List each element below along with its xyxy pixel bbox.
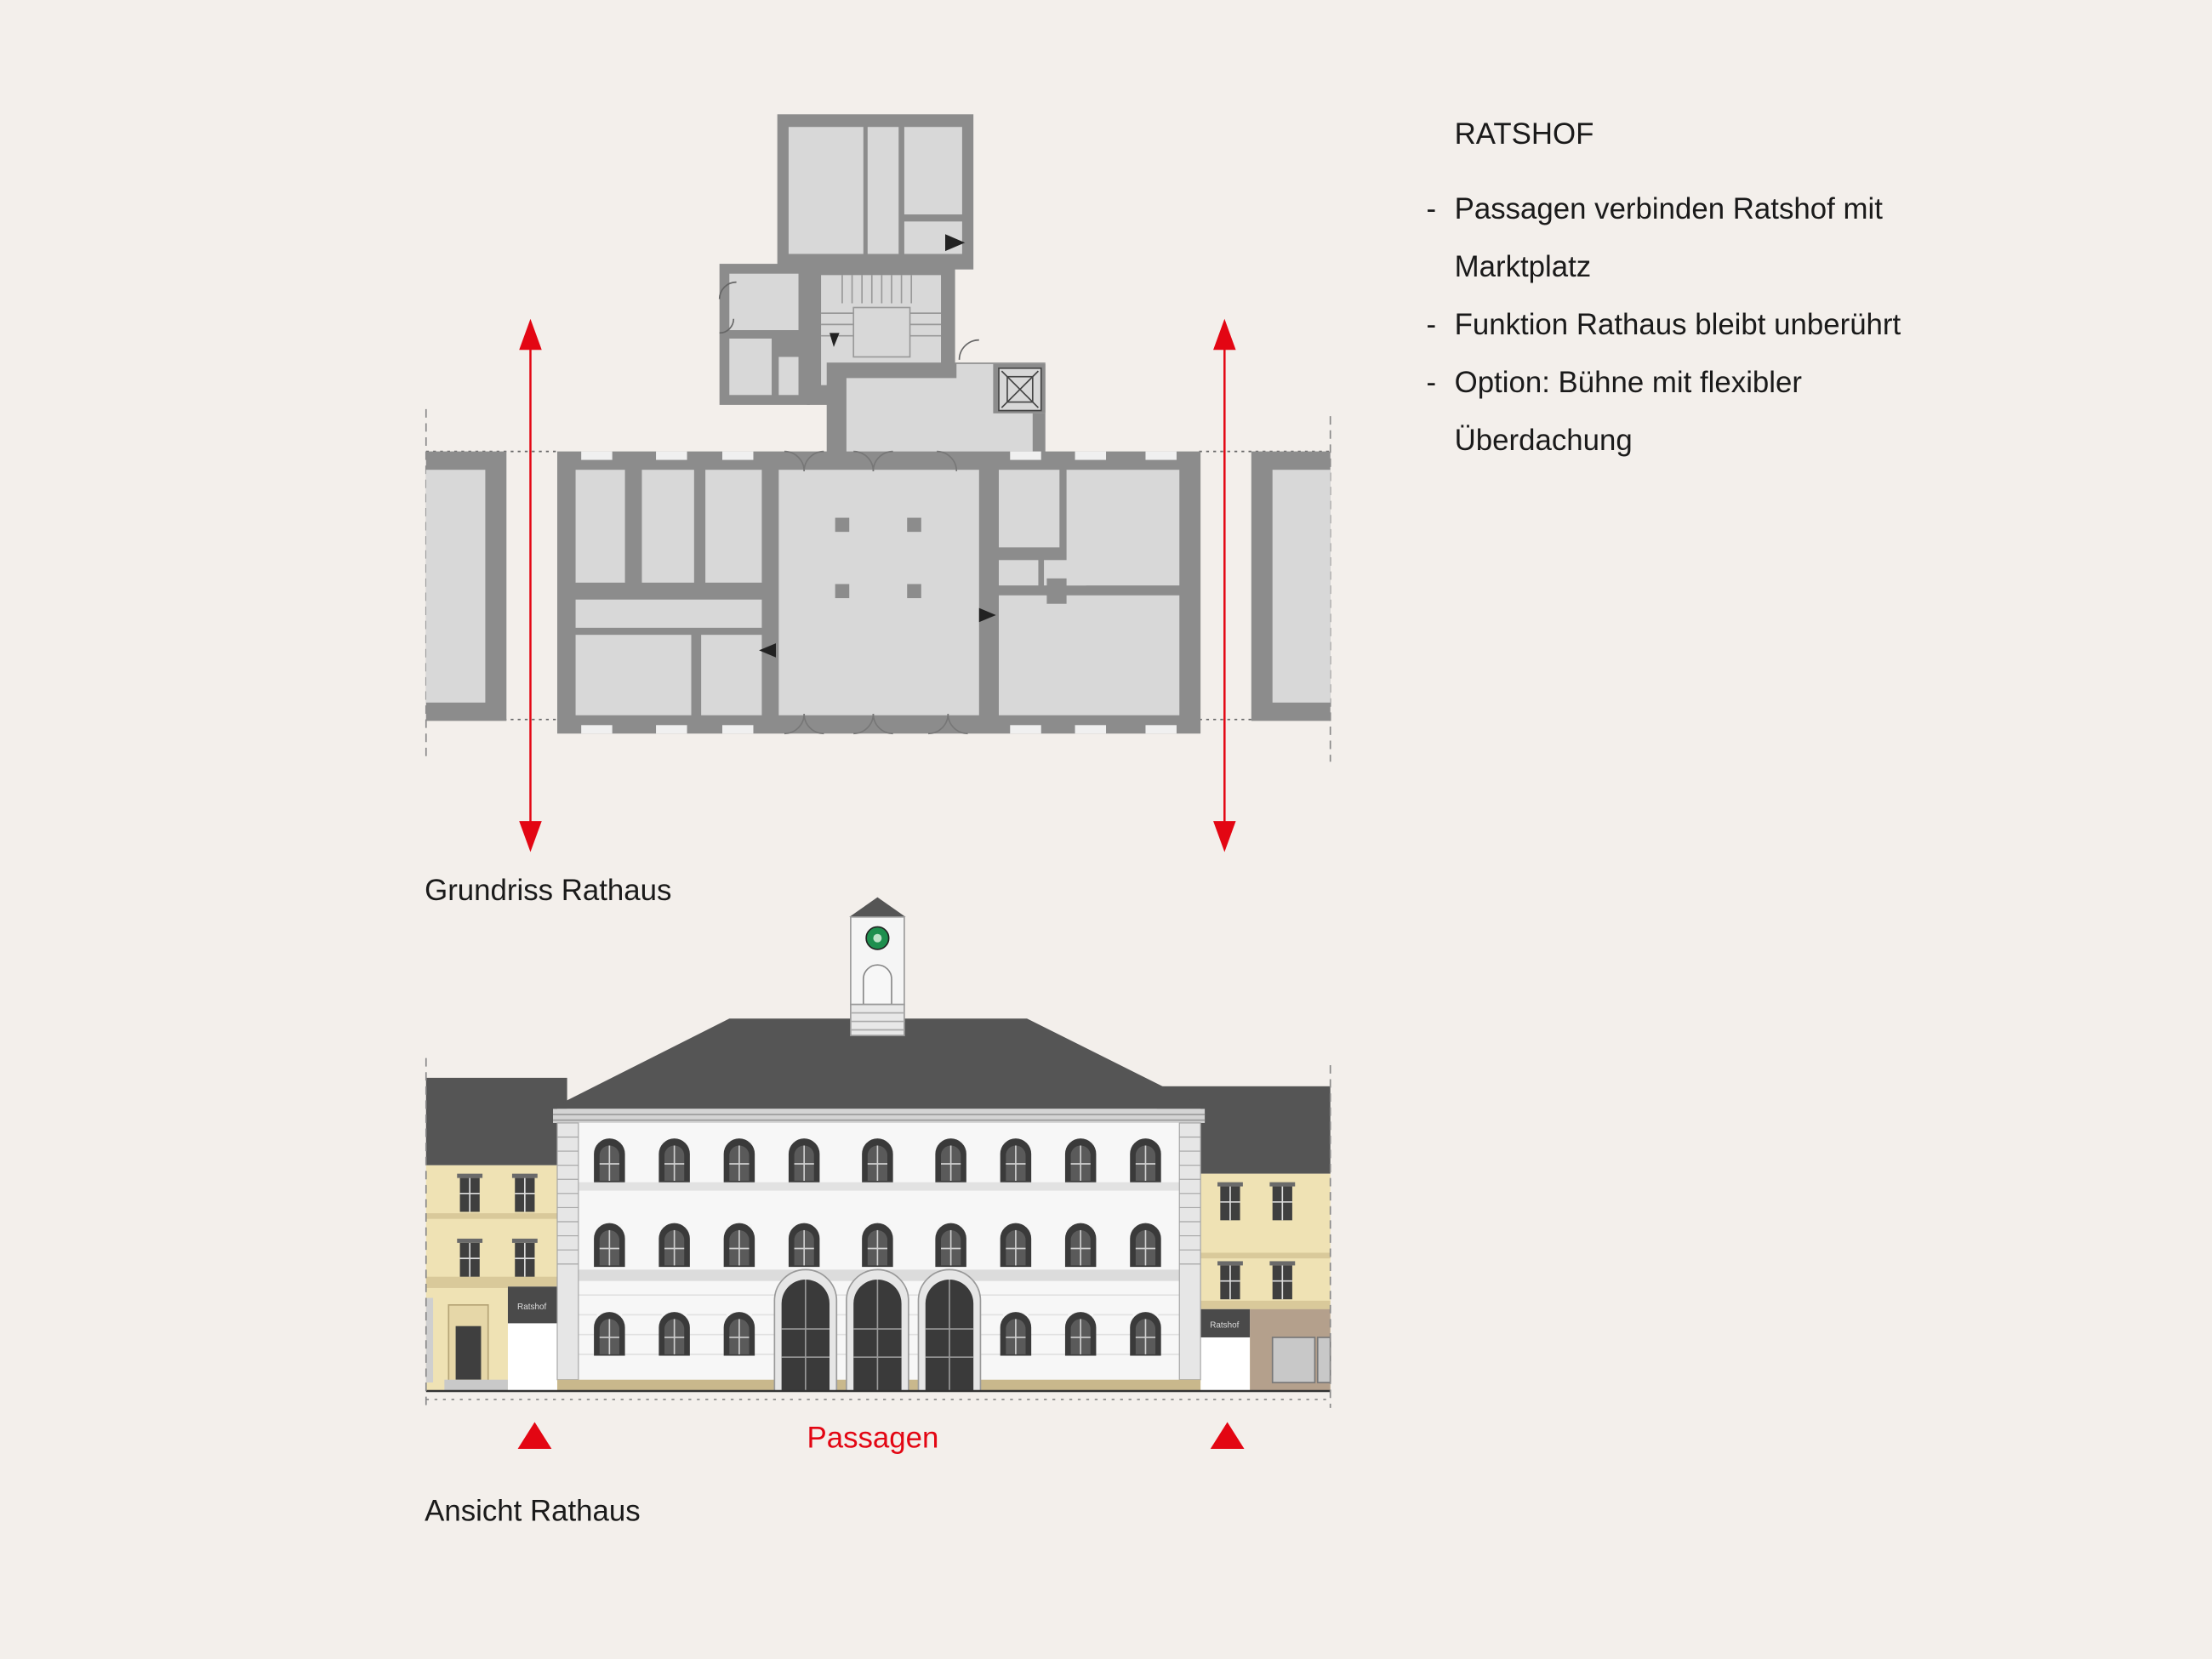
bullet-list: -Passagen verbinden Ratshof mit Marktpla… xyxy=(1422,180,1906,470)
bullet-dash: - xyxy=(1426,367,1437,400)
bullet-dash: - xyxy=(1426,193,1437,226)
bullet-dash: - xyxy=(1426,309,1437,342)
passage-marker-right xyxy=(1210,1422,1245,1449)
bullet-item: -Passagen verbinden Ratshof mit Marktpla… xyxy=(1422,180,1906,296)
floor-plan xyxy=(425,114,1331,852)
bullet-text: Passagen verbinden Ratshof mit Marktplat… xyxy=(1454,193,1883,284)
passage-label: Passagen xyxy=(807,1422,939,1455)
bullet-text: Option: Bühne mit flexibler Überdachung xyxy=(1454,367,1803,458)
bullet-item: -Funktion Rathaus bleibt unberührt xyxy=(1422,296,1906,354)
bullet-text: Funktion Rathaus bleibt unberührt xyxy=(1454,309,1901,342)
shop-sign-right: Ratshof xyxy=(1210,1320,1239,1330)
elevation-drawing: Ratshof Ratshof xyxy=(425,897,1331,1449)
bullet-item: -Option: Bühne mit flexibler Überdachung xyxy=(1422,354,1906,470)
panel-heading: RATSHOF xyxy=(1454,118,1594,151)
floorplan-caption: Grundriss Rathaus xyxy=(425,875,672,908)
passage-marker-left xyxy=(517,1422,552,1449)
shop-sign-left: Ratshof xyxy=(517,1303,546,1312)
elevation-caption: Ansicht Rathaus xyxy=(425,1495,641,1528)
